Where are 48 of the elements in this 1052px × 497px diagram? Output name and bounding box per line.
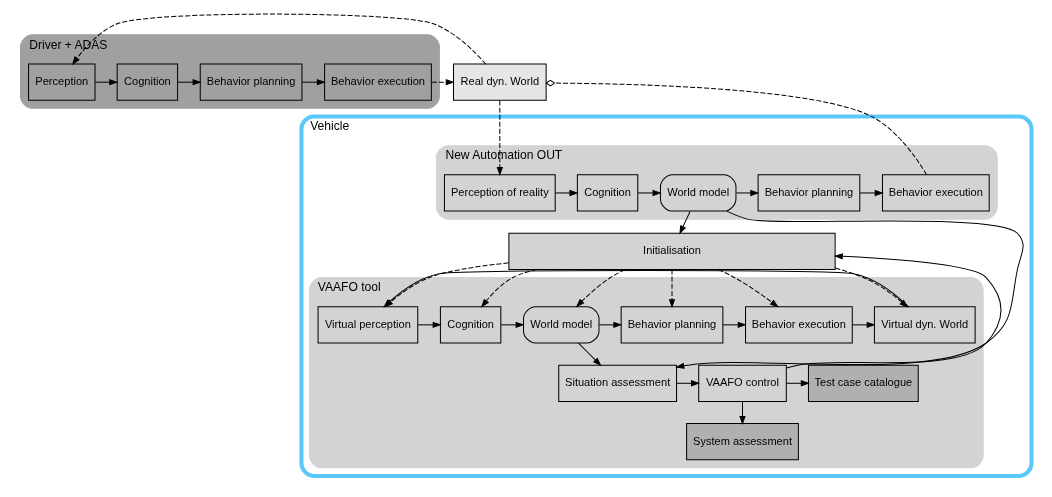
arrow: [859, 189, 884, 196]
node-box: Behavior execution: [881, 173, 990, 212]
node-box: Behavior execution: [324, 63, 432, 101]
arrow: [480, 268, 538, 308]
node-box: Behavior planning: [757, 173, 861, 212]
node-box: Perception of reality: [443, 173, 556, 212]
node-box: Test case catalogue: [807, 364, 919, 402]
node-box: Virtual perception: [317, 305, 419, 343]
arrow: [431, 78, 455, 85]
arrow: [496, 99, 503, 176]
node-box: Initialisation: [508, 232, 836, 270]
arrow: [301, 78, 326, 85]
node-box: Perception: [28, 63, 96, 101]
arrow: [598, 321, 623, 328]
arrow: [722, 321, 747, 328]
arrow: [668, 268, 676, 308]
connector: [545, 79, 928, 175]
arrow: [637, 189, 662, 196]
node-box: Real dyn. World: [453, 63, 547, 101]
arrow: [71, 13, 487, 65]
arrow: [851, 321, 876, 328]
arrow: [735, 189, 760, 196]
node-box: Virtual dyn. World: [873, 305, 976, 343]
arrow: [94, 78, 119, 85]
arrow: [785, 379, 810, 386]
arrow: [554, 189, 579, 196]
node-box: World model: [659, 173, 737, 212]
node-box: Behavior execution: [745, 305, 853, 343]
arrow: [675, 210, 1024, 369]
node-box: Cognition: [576, 173, 639, 212]
arrow: [177, 78, 202, 85]
node-box: World model: [522, 305, 600, 343]
node-box: Behavior planning: [199, 63, 303, 101]
arrow: [679, 210, 691, 235]
node-box: Behavior planning: [620, 305, 724, 343]
arrow: [577, 342, 602, 366]
arrow: [739, 400, 746, 425]
arrow: [785, 252, 1002, 368]
node-box: VAAFO control: [698, 364, 787, 402]
arrow: [417, 321, 442, 328]
arrow: [717, 268, 779, 308]
arrow: [500, 321, 525, 328]
node-box: Cognition: [439, 305, 502, 343]
node-box: System assessment: [686, 422, 799, 460]
node-box: Cognition: [116, 63, 179, 101]
arrow: [676, 379, 701, 386]
node-box: Situation assessment: [558, 364, 678, 402]
arrow: [575, 268, 626, 307]
